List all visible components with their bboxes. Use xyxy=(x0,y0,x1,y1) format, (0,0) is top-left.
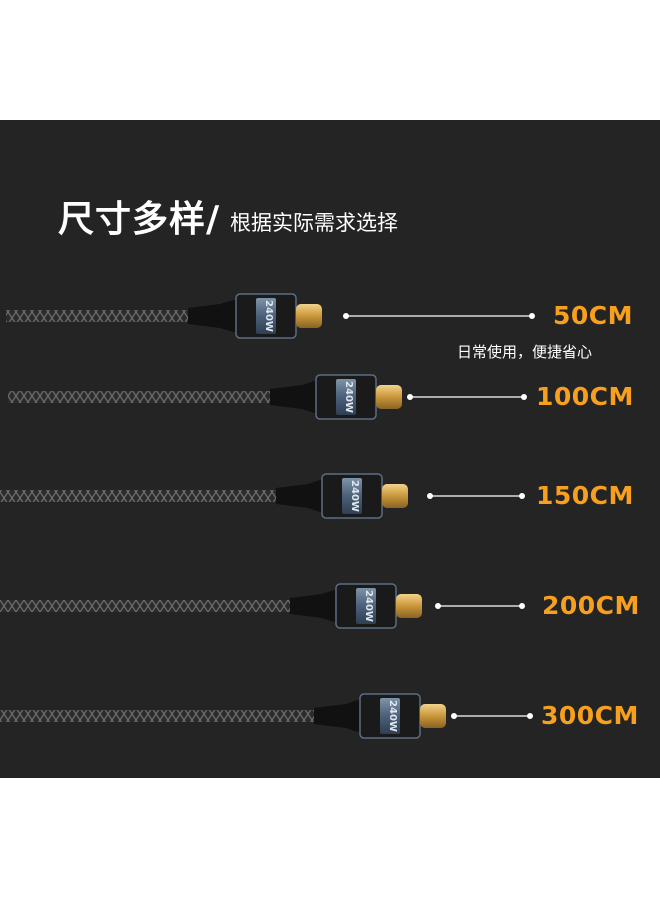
braided-cord xyxy=(6,310,192,322)
pointer-dot xyxy=(527,713,533,719)
length-label-200cm: 200CM xyxy=(542,591,640,620)
strain-relief xyxy=(314,698,364,734)
usage-note: 日常使用，便捷省心 xyxy=(457,343,593,361)
connector-badge xyxy=(256,298,276,334)
pointer-dot xyxy=(529,313,535,319)
braided-cord xyxy=(0,490,280,502)
length-label-50cm: 50CM xyxy=(553,301,634,330)
braided-cord xyxy=(0,600,294,612)
usb-c-plug xyxy=(382,484,408,508)
length-label-300cm: 300CM xyxy=(541,701,639,730)
cable-200cm: 240W xyxy=(0,583,525,629)
usb-c-plug xyxy=(396,594,422,618)
heading-main: 尺寸多样/ xyxy=(58,199,221,240)
usb-c-plug xyxy=(420,704,446,728)
connector-badge xyxy=(336,379,356,415)
strain-relief xyxy=(290,588,340,624)
product-image-panel: 尺寸多样/ 根据实际需求选择 240W xyxy=(0,120,660,778)
connector-badge xyxy=(356,588,376,624)
wattage-marking: 240W xyxy=(363,590,374,622)
wattage-marking: 240W xyxy=(343,381,354,413)
cable-100cm: 240W xyxy=(8,374,527,420)
cable-150cm: 240W xyxy=(0,473,525,519)
strain-relief xyxy=(270,379,320,415)
connector-badge xyxy=(342,478,362,514)
cables-illustration: 240W 240W 240W xyxy=(0,293,535,739)
pointer-dot xyxy=(521,394,527,400)
cable-50cm: 240W xyxy=(6,293,535,339)
length-label-100cm: 100CM xyxy=(536,382,634,411)
pointer-dot xyxy=(519,603,525,609)
wattage-marking: 240W xyxy=(263,300,274,332)
heading-sub: 根据实际需求选择 xyxy=(230,211,398,235)
usb-c-plug xyxy=(376,385,402,409)
wattage-marking: 240W xyxy=(387,700,398,732)
usb-c-plug xyxy=(296,304,322,328)
length-label-150cm: 150CM xyxy=(536,481,634,510)
pointer-dot xyxy=(519,493,525,499)
braided-cord xyxy=(8,391,274,403)
wattage-marking: 240W xyxy=(349,480,360,512)
strain-relief xyxy=(188,298,240,334)
cable-300cm: 240W xyxy=(0,693,533,739)
braided-cord xyxy=(0,710,320,722)
connector-badge xyxy=(380,698,400,734)
strain-relief xyxy=(276,478,326,514)
